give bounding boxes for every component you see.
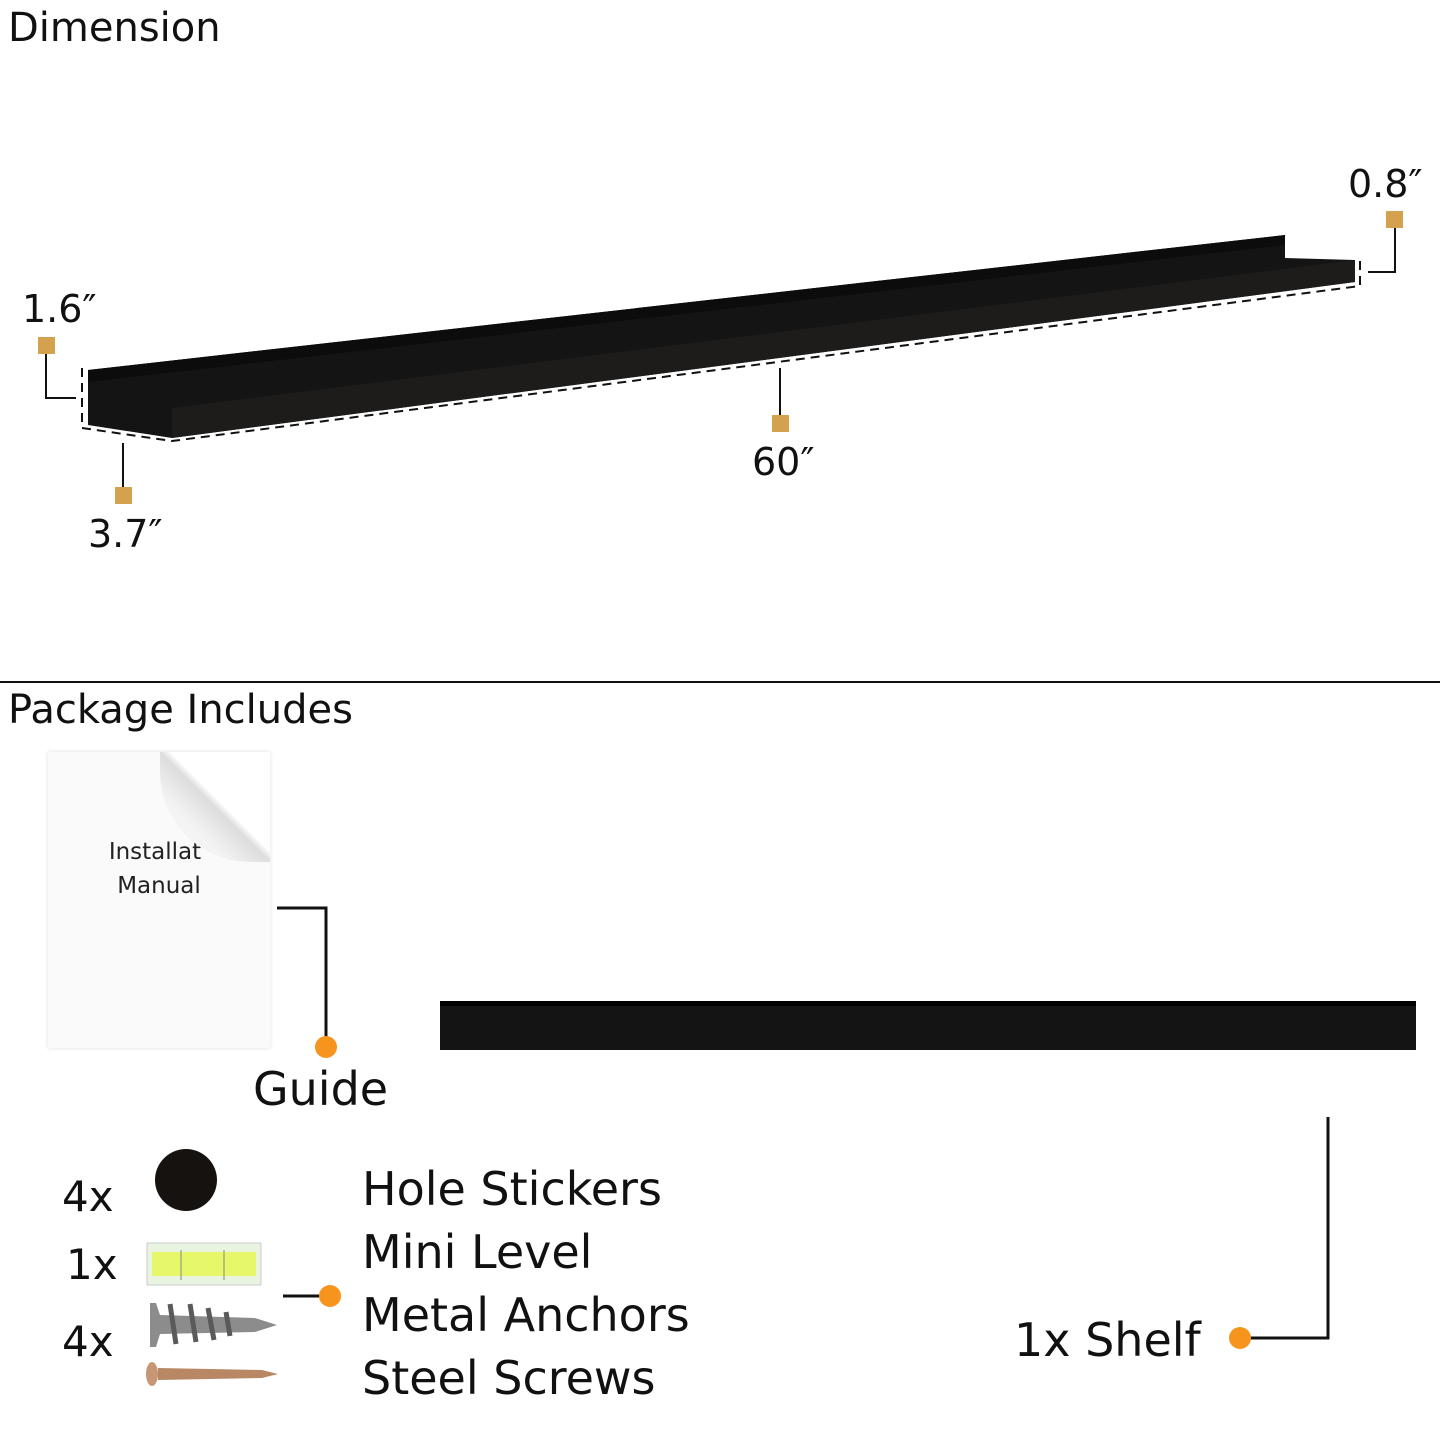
length-label: 60″ xyxy=(752,440,815,484)
guide-dot xyxy=(315,1036,337,1058)
mini-level-icon xyxy=(146,1242,262,1286)
shelf-dot xyxy=(1229,1327,1251,1349)
hole-sticker-icon xyxy=(155,1149,217,1211)
metal-anchor-icon xyxy=(150,1303,277,1347)
steel-screw-icon xyxy=(146,1362,278,1386)
hardware-dot xyxy=(319,1285,341,1307)
item-mini-level: Mini Level xyxy=(362,1225,593,1279)
manual-line-1: Installat xyxy=(108,839,202,865)
dimension-dashed-outline xyxy=(81,260,1361,443)
lip-label: 0.8″ xyxy=(1348,162,1423,206)
marker-lip xyxy=(1386,211,1403,228)
marker-height xyxy=(38,337,55,354)
marker-depth xyxy=(115,487,132,504)
marker-length xyxy=(772,415,789,432)
item-hole-stickers: Hole Stickers xyxy=(362,1162,662,1216)
guide-label: Guide xyxy=(253,1062,389,1116)
manual-line-2: Manual xyxy=(117,873,201,899)
depth-label: 3.7″ xyxy=(88,512,163,556)
qty-hole-stickers: 4x xyxy=(62,1172,114,1221)
height-label: 1.6″ xyxy=(22,287,97,331)
shelf-front-view xyxy=(440,1001,1416,1050)
qty-mini-level: 1x xyxy=(66,1240,118,1289)
shelf-3d-drawing xyxy=(88,235,1355,438)
qty-metal-anchors: 4x xyxy=(62,1317,114,1366)
shelf-label: 1x Shelf xyxy=(1014,1313,1201,1367)
item-metal-anchors: Metal Anchors xyxy=(362,1288,690,1342)
package-title: Package Includes xyxy=(8,687,353,733)
dimension-title: Dimension xyxy=(8,5,221,51)
installation-manual-image: Installat Manual xyxy=(48,752,270,1048)
item-steel-screws: Steel Screws xyxy=(362,1351,656,1405)
